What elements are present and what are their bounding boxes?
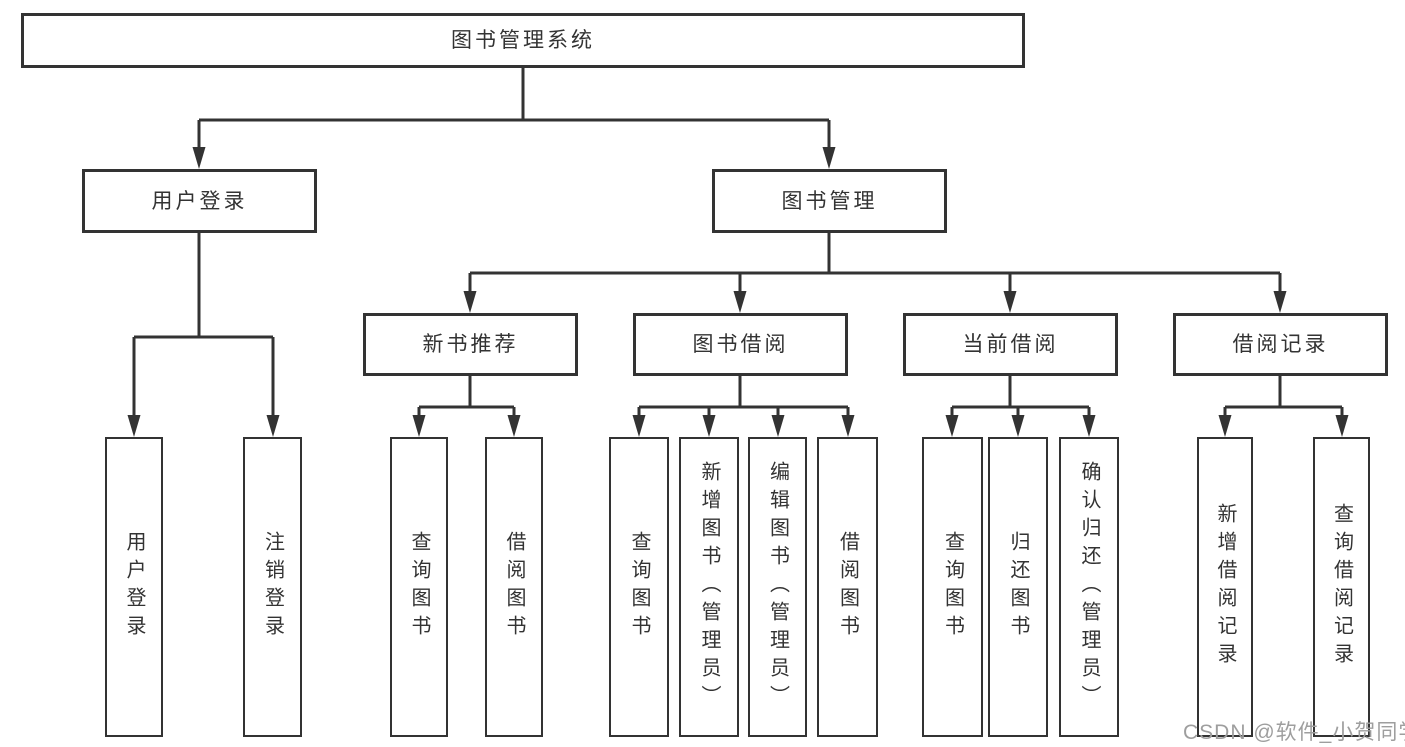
node-borrowing-records: 借阅记录 [1173,313,1388,376]
node-new-book-recommendation: 新书推荐 [363,313,578,376]
connector-book-borrowing-to-leaves [632,376,855,437]
connector-root-to-level2 [192,68,836,169]
leaf-confirm-return-admin: 确认归还（管理员） [1059,437,1119,737]
connector-borrowing-records-to-leaves [1218,376,1349,437]
connector-user-login-to-leaves [127,233,280,437]
leaf-logout: 注销登录 [243,437,302,737]
leaf-query-books-borrow: 查询图书 [609,437,669,737]
connector-book-management-to-level3 [463,233,1287,313]
node-current-borrowing: 当前借阅 [903,313,1118,376]
leaf-add-borrow-record: 新增借阅记录 [1197,437,1253,737]
connector-current-borrowing-to-leaves [945,376,1096,437]
connector-new-book-recommendation-to-leaves [412,376,521,437]
leaf-borrow-books-borrow: 借阅图书 [817,437,878,737]
node-book-management: 图书管理 [712,169,947,233]
node-library-system: 图书管理系统 [21,13,1025,68]
leaf-add-book-admin: 新增图书（管理员） [679,437,739,737]
leaf-borrow-books-recommend: 借阅图书 [485,437,543,737]
leaf-user-login: 用户登录 [105,437,163,737]
leaf-query-books-recommend: 查询图书 [390,437,448,737]
leaf-query-borrow-record: 查询借阅记录 [1313,437,1370,737]
leaf-query-books-current: 查询图书 [922,437,983,737]
leaf-edit-book-admin: 编辑图书（管理员） [748,437,807,737]
node-user-login: 用户登录 [82,169,317,233]
node-book-borrowing: 图书借阅 [633,313,848,376]
csdn-watermark: CSDN @软件_小贺同学 [1183,721,1405,744]
leaf-return-book: 归还图书 [988,437,1048,737]
